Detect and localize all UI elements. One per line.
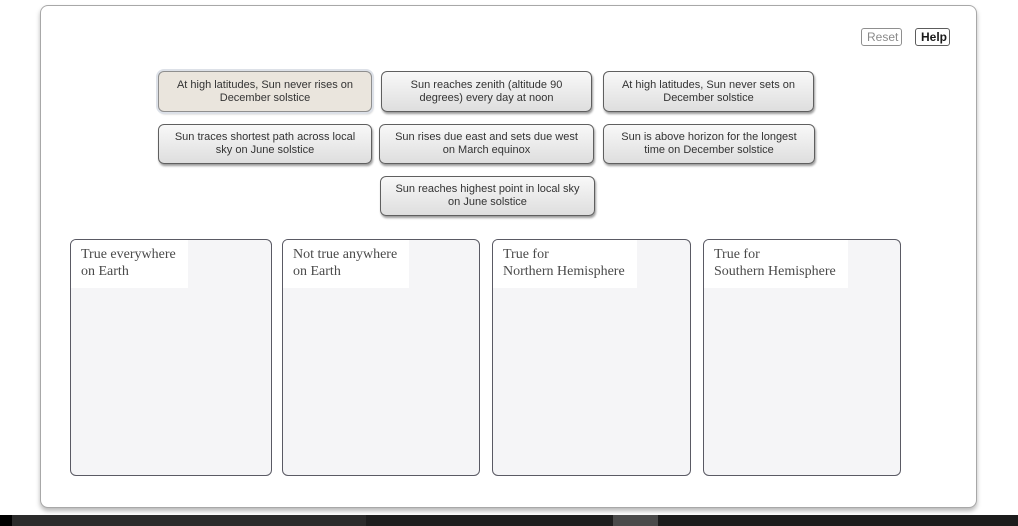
taskbar-active-item[interactable] [613, 515, 658, 526]
drag-tile-shortest-path-june[interactable]: Sun traces shortest path across local sk… [158, 124, 372, 164]
bin-label-line2: Northern Hemisphere [503, 264, 625, 279]
reset-button[interactable]: Reset [861, 28, 902, 46]
taskbar-segment [12, 515, 366, 526]
drag-tile-highest-point-june[interactable]: Sun reaches highest point in local sky o… [380, 176, 595, 216]
taskbar-segment [366, 515, 613, 526]
drag-tile-never-sets-december[interactable]: At high latitudes, Sun never sets on Dec… [603, 71, 814, 112]
drop-bin-true-everywhere[interactable]: True everywhere on Earth [70, 239, 272, 476]
bin-label-line1: Not true anywhere [293, 247, 398, 262]
drag-tile-never-rises-december[interactable]: At high latitudes, Sun never rises on De… [158, 71, 372, 112]
taskbar-segment [0, 515, 12, 526]
bin-label: True for Southern Hemisphere [704, 240, 848, 288]
drag-tile-label: Sun is above horizon for the longest tim… [621, 131, 797, 156]
bin-label: True for Northern Hemisphere [493, 240, 637, 288]
drop-bin-true-northern-hemisphere[interactable]: True for Northern Hemisphere [492, 239, 691, 476]
sorting-task-panel: Reset Help At high latitudes, Sun never … [40, 5, 977, 508]
bin-label-line2: on Earth [81, 264, 129, 279]
drag-tile-label: Sun reaches zenith (altitude 90 degrees)… [410, 78, 563, 104]
bin-label: True everywhere on Earth [71, 240, 188, 288]
drag-tile-label: At high latitudes, Sun never rises on De… [176, 78, 354, 104]
drag-tile-label: At high latitudes, Sun never sets on Dec… [621, 78, 796, 104]
drag-tile-label: Sun reaches highest point in local sky o… [395, 183, 580, 208]
drag-tile-zenith-every-noon[interactable]: Sun reaches zenith (altitude 90 degrees)… [381, 71, 592, 112]
drop-bin-true-southern-hemisphere[interactable]: True for Southern Hemisphere [703, 239, 901, 476]
taskbar[interactable] [0, 515, 1018, 526]
drag-tile-due-east-west-equinox[interactable]: Sun rises due east and sets due west on … [379, 124, 594, 164]
bin-label-line2: on Earth [293, 264, 341, 279]
drop-bin-not-true-anywhere[interactable]: Not true anywhere on Earth [282, 239, 480, 476]
bin-label-line1: True everywhere [81, 247, 176, 262]
taskbar-segment [658, 515, 1018, 526]
bin-label-line1: True for [503, 247, 549, 262]
drag-tile-longest-above-horizon-december[interactable]: Sun is above horizon for the longest tim… [603, 124, 815, 164]
bin-label-line2: Southern Hemisphere [714, 264, 836, 279]
bin-label-line1: True for [714, 247, 760, 262]
drag-tile-label: Sun rises due east and sets due west on … [395, 131, 578, 156]
bin-label: Not true anywhere on Earth [283, 240, 410, 288]
help-button[interactable]: Help [915, 28, 950, 46]
drag-tile-label: Sun traces shortest path across local sk… [174, 131, 356, 156]
